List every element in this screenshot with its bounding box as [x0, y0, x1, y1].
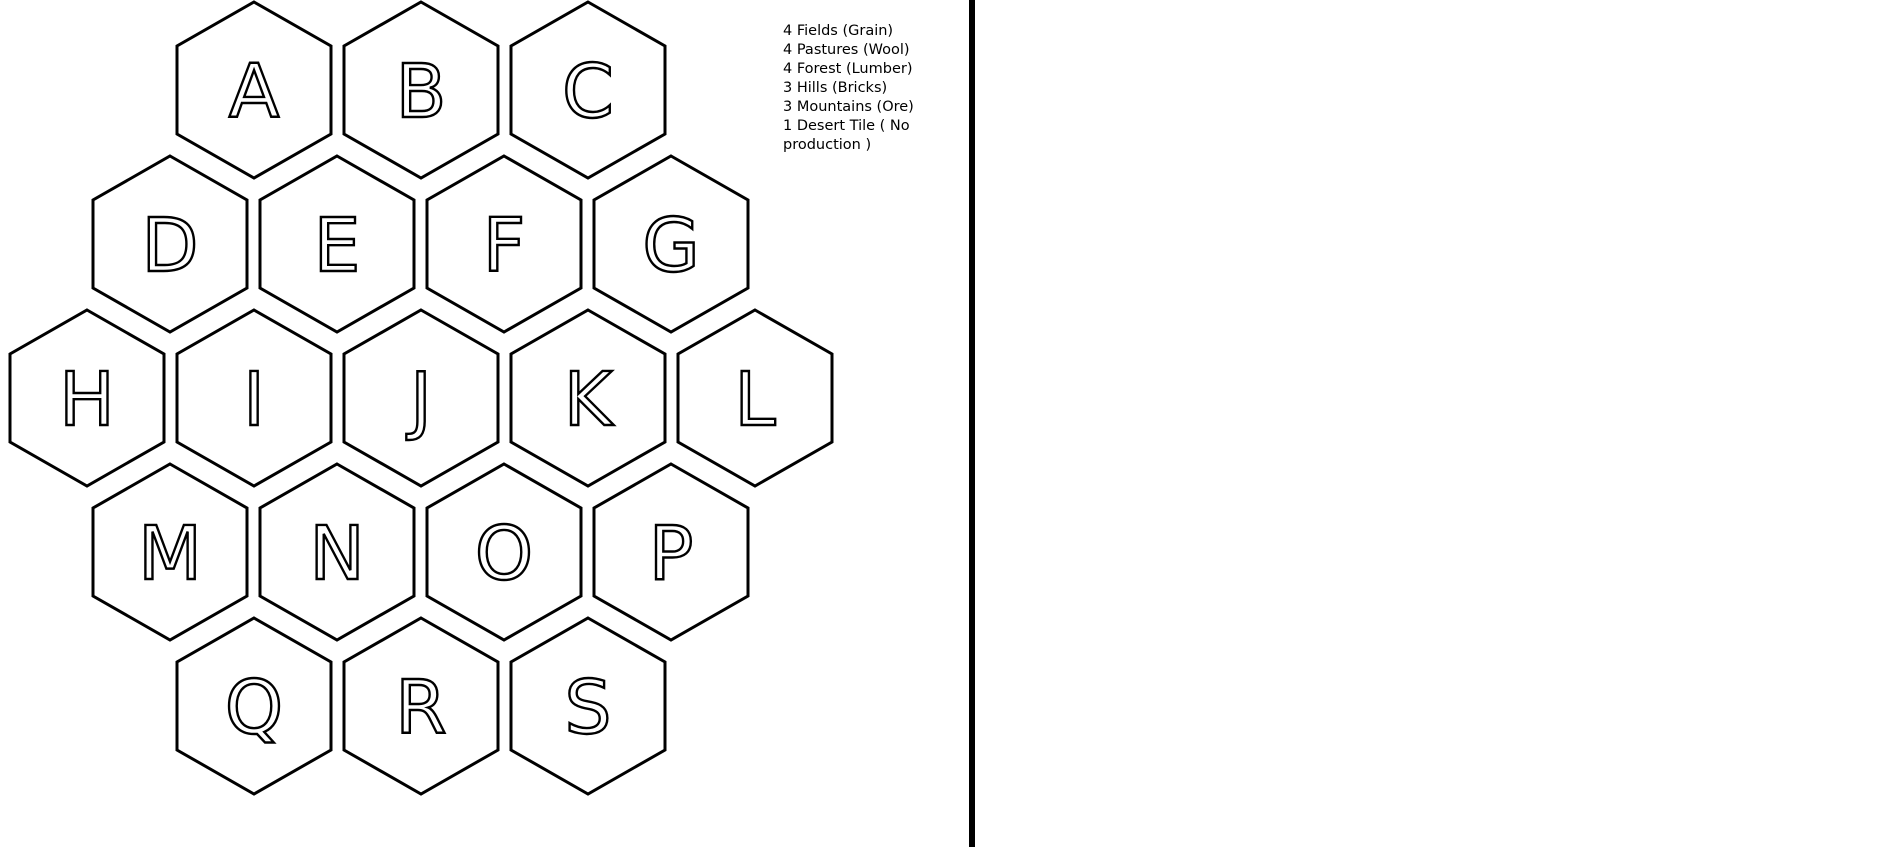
hex-tile-l: L [676, 308, 834, 488]
hex-label: R [395, 665, 446, 751]
hex-label: Q [225, 665, 283, 751]
legend-item-hills: 3 Hills (Bricks) [783, 80, 888, 96]
hex-tile-g: G [592, 154, 750, 334]
hex-label: P [649, 511, 694, 597]
hex-tile-e: E [258, 154, 416, 334]
hex-tile-f: F [425, 154, 583, 334]
resource-legend: 4 Fields (Grain) 4 Pastures (Wool) 4 For… [783, 22, 933, 155]
legend-item-forest: 4 Forest (Lumber) [783, 61, 913, 77]
hex-tile-d: D [91, 154, 249, 334]
hexagon-shape [592, 462, 750, 642]
hexagon-shape [342, 616, 500, 796]
legend-item-fields: 4 Fields (Grain) [783, 23, 894, 39]
hexagon-shape [91, 462, 249, 642]
hexagon-shape [425, 154, 583, 334]
hex-tile-r: R [342, 616, 500, 796]
hexagon-shape [509, 0, 667, 180]
hex-label: O [475, 511, 533, 597]
hex-label: S [565, 665, 612, 751]
hex-tile-b: B [342, 0, 500, 180]
hexagon-shape [342, 0, 500, 180]
hex-tile-h: H [8, 308, 166, 488]
hexagon-shape [509, 308, 667, 488]
legend-item-desert: 1 Desert Tile ( No production ) [783, 118, 910, 153]
hexagon-shape [175, 616, 333, 796]
hex-label: D [142, 203, 199, 289]
legend-item-pastures: 4 Pastures (Wool) [783, 42, 910, 58]
hex-tile-q: Q [175, 616, 333, 796]
hex-tile-n: N [258, 462, 416, 642]
hexagon-shape [8, 308, 166, 488]
hex-label: B [396, 49, 447, 135]
hex-label: J [406, 357, 432, 443]
hex-label: H [59, 357, 115, 443]
hex-tile-c: C [509, 0, 667, 180]
vertical-divider [969, 0, 975, 847]
hexagon-shape [592, 154, 750, 334]
hex-label: N [309, 511, 364, 597]
hex-label: E [314, 203, 361, 289]
hex-label: G [642, 203, 699, 289]
hexagon-shape [425, 462, 583, 642]
hexagon-shape [175, 0, 333, 180]
hexagon-shape [676, 308, 834, 488]
hex-label: F [483, 203, 526, 289]
hexagon-shape [175, 308, 333, 488]
hex-label: M [138, 511, 202, 597]
hexagon-shape [91, 154, 249, 334]
hexagon-shape [342, 308, 500, 488]
hex-label: L [734, 357, 775, 443]
hex-tile-k: K [509, 308, 667, 488]
hex-tile-o: O [425, 462, 583, 642]
hex-tile-p: P [592, 462, 750, 642]
hex-label: A [229, 49, 280, 135]
hex-tile-i: I [175, 308, 333, 488]
legend-item-mountains: 3 Mountains (Ore) [783, 99, 914, 115]
hex-tile-a: A [175, 0, 333, 180]
hex-tile-m: M [91, 462, 249, 642]
hex-label: K [564, 357, 615, 443]
hex-label: I [243, 357, 265, 443]
hexagon-shape [258, 154, 416, 334]
hexagon-shape [509, 616, 667, 796]
hex-label: C [562, 49, 614, 135]
hex-tile-j: J [342, 308, 500, 488]
hexagon-shape [258, 462, 416, 642]
hex-tile-s: S [509, 616, 667, 796]
